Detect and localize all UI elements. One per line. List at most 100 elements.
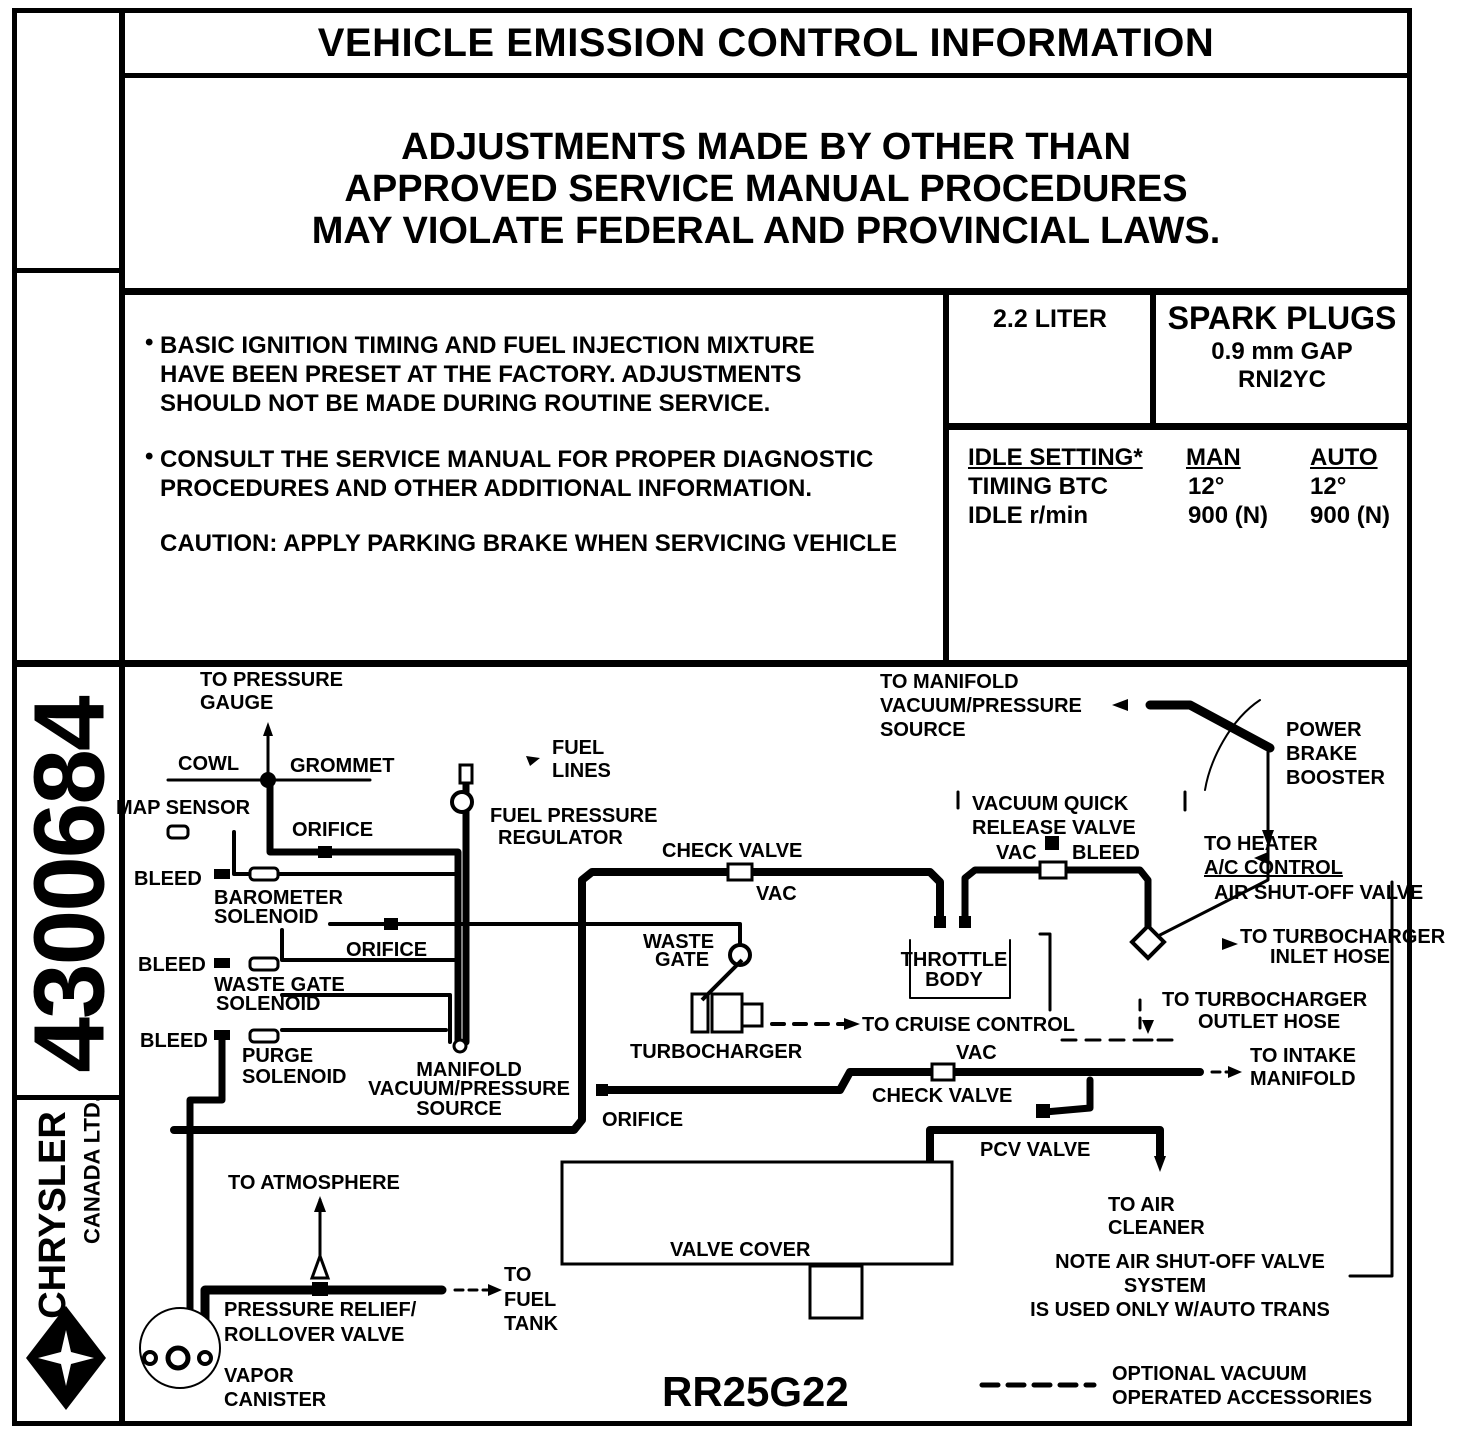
label-pcv-valve: PCV VALVE — [980, 1139, 1091, 1161]
label-to-air-cleaner-2: CLEANER — [1108, 1217, 1205, 1239]
idle-row-2-auto: 900 (N) — [1310, 502, 1391, 529]
spark-plugs-title: SPARK PLUGS — [1167, 300, 1397, 336]
info-divider — [12, 660, 1412, 667]
label-to-pressure-gauge-2: GAUGE — [200, 692, 274, 714]
label-vapor-canister-2: CANISTER — [224, 1389, 327, 1411]
side-divider-2 — [12, 1095, 122, 1100]
idle-header-setting: IDLE SETTING* — [968, 444, 1143, 471]
idle-row-2-label: IDLE r/min — [968, 502, 1089, 529]
label-vac-1: VAC — [756, 883, 797, 905]
side-divider-1 — [12, 268, 122, 273]
label-legend-2: OPERATED ACCESSORIES — [1112, 1387, 1373, 1409]
warning-line-2: APPROVED SERVICE MANUAL PROCEDURES — [344, 168, 1188, 210]
label-barometer-2: SOLENOID — [214, 906, 319, 928]
label-manifold-src-3: SOURCE — [416, 1098, 502, 1120]
bullet-mark-2: • — [145, 443, 154, 470]
label-to-heater-2: A/C CONTROL — [1204, 857, 1343, 879]
label-to-intake-1: TO INTAKE — [1250, 1045, 1356, 1067]
label-to-fuel-tank-3: TANK — [504, 1313, 559, 1335]
label-wastegate-sol-1: WASTE GATE — [214, 974, 345, 996]
label-to-fuel-tank-2: FUEL — [504, 1289, 557, 1311]
label-orifice-2: ORIFICE — [346, 939, 428, 961]
label-vac-2: VAC — [956, 1042, 997, 1064]
idle-row-2-man: 900 (N) — [1188, 502, 1269, 529]
label-map-sensor: MAP SENSOR — [116, 797, 251, 819]
bullet-mark-1: • — [145, 329, 154, 356]
idle-row-1-label: TIMING BTC — [968, 473, 1108, 500]
title-divider — [119, 73, 1412, 78]
label-bleed-3: BLEED — [140, 1030, 208, 1052]
idle-row-1-auto: 12° — [1310, 473, 1347, 500]
label-note-3: IS USED ONLY W/AUTO TRANS — [1030, 1299, 1330, 1321]
label-air-shutoff: AIR SHUT-OFF VALVE — [1214, 882, 1424, 904]
label-throttle-body-2: BODY — [925, 969, 983, 991]
label-barometer-1: BAROMETER — [214, 887, 343, 909]
label-fpr-2: REGULATOR — [498, 827, 623, 849]
label-waste-gate-1: WASTE — [643, 931, 715, 953]
label-throttle-body-1: THROTTLE — [900, 949, 1008, 971]
label-pressure-relief-2: ROLLOVER VALVE — [224, 1324, 405, 1346]
label-turbocharger: TURBOCHARGER — [630, 1041, 803, 1063]
label-turbo-outlet-1: TO TURBOCHARGER — [1162, 989, 1368, 1011]
label-turbo-inlet-2: INLET HOSE — [1270, 946, 1391, 968]
label-to-intake-2: MANIFOLD — [1250, 1068, 1356, 1090]
label-orifice-1: ORIFICE — [292, 819, 374, 841]
label-title: VEHICLE EMISSION CONTROL INFORMATION — [317, 21, 1215, 65]
label-valve-cover: VALVE COVER — [670, 1239, 811, 1261]
warning-line-3: MAY VIOLATE FEDERAL AND PROVINCIAL LAWS. — [311, 210, 1221, 252]
spec-divider-h — [943, 423, 1412, 430]
idle-header-auto: AUTO — [1310, 444, 1378, 471]
label-purge-1: PURGE — [242, 1045, 314, 1067]
label-orifice-3: ORIFICE — [602, 1109, 684, 1131]
label-booster-1: POWER — [1286, 719, 1362, 741]
label-booster-2: BRAKE — [1286, 743, 1358, 765]
label-fuel-lines-2: LINES — [552, 760, 611, 782]
label-bleed-2: BLEED — [138, 954, 206, 976]
label-note-2: SYSTEM — [1123, 1275, 1207, 1297]
label-grommet: GROMMET — [290, 755, 395, 777]
spark-plugs-type: RNl2YC — [1237, 366, 1327, 393]
engine-displacement: 2.2 LITER — [993, 305, 1107, 333]
label-to-air-cleaner-1: TO AIR — [1108, 1194, 1175, 1216]
label-manifold-src-2: VACUUM/PRESSURE — [368, 1078, 570, 1100]
idle-header-man: MAN — [1186, 444, 1241, 471]
label-fuel-lines-1: FUEL — [552, 737, 605, 759]
label-waste-gate-2: GATE — [655, 949, 710, 971]
note-2-line-1: CONSULT THE SERVICE MANUAL FOR PROPER DI… — [160, 446, 874, 473]
label-to-manifold-3: SOURCE — [880, 719, 966, 741]
label-purge-2: SOLENOID — [242, 1066, 347, 1088]
label-pressure-relief-1: PRESSURE RELIEF/ — [224, 1299, 417, 1321]
label-check-valve-1: CHECK VALVE — [662, 840, 803, 862]
outer-frame — [12, 8, 1412, 1426]
label-legend-1: OPTIONAL VACUUM — [1112, 1363, 1307, 1385]
idle-row-1-man: 12° — [1188, 473, 1225, 500]
note-1-line-1: BASIC IGNITION TIMING AND FUEL INJECTION… — [160, 332, 815, 359]
warning-line-1: ADJUSTMENTS MADE BY OTHER THAN — [401, 126, 1131, 168]
warning-divider — [119, 288, 1412, 295]
side-column-divider — [119, 8, 125, 1426]
notes-divider — [943, 292, 949, 664]
label-to-pressure-gauge-1: TO PRESSURE — [200, 669, 343, 691]
note-1-line-3: SHOULD NOT BE MADE DURING ROUTINE SERVIC… — [160, 390, 771, 417]
label-note-1: NOTE AIR SHUT-OFF VALVE — [1055, 1251, 1325, 1273]
label-vqr-1: VACUUM QUICK — [972, 793, 1129, 815]
label-vqr-2: RELEASE VALVE — [972, 817, 1136, 839]
label-to-manifold-1: TO MANIFOLD — [880, 671, 1019, 693]
label-cowl: COWL — [178, 753, 240, 775]
note-2-line-2: PROCEDURES AND OTHER ADDITIONAL INFORMAT… — [160, 475, 812, 502]
spec-divider-v — [1150, 292, 1156, 426]
label-to-cruise-control: TO CRUISE CONTROL — [862, 1014, 1075, 1036]
label-manifold-src-1: MANIFOLD — [416, 1059, 522, 1081]
label-booster-3: BOOSTER — [1286, 767, 1385, 789]
label-turbo-outlet-2: OUTLET HOSE — [1198, 1011, 1341, 1033]
caution-text: CAUTION: APPLY PARKING BRAKE WHEN SERVIC… — [160, 530, 897, 557]
label-bleed-1: BLEED — [134, 868, 202, 890]
label-to-atmosphere: TO ATMOSPHERE — [228, 1172, 400, 1194]
label-to-fuel-tank-1: TO — [504, 1264, 532, 1286]
label-check-valve-2: CHECK VALVE — [872, 1085, 1013, 1107]
label-vac-bleed-vac: VAC — [996, 842, 1037, 864]
spark-plugs-gap: 0.9 mm GAP — [1211, 338, 1353, 365]
label-to-heater-1: TO HEATER — [1204, 833, 1318, 855]
label-wastegate-sol-2: SOLENOID — [216, 993, 321, 1015]
